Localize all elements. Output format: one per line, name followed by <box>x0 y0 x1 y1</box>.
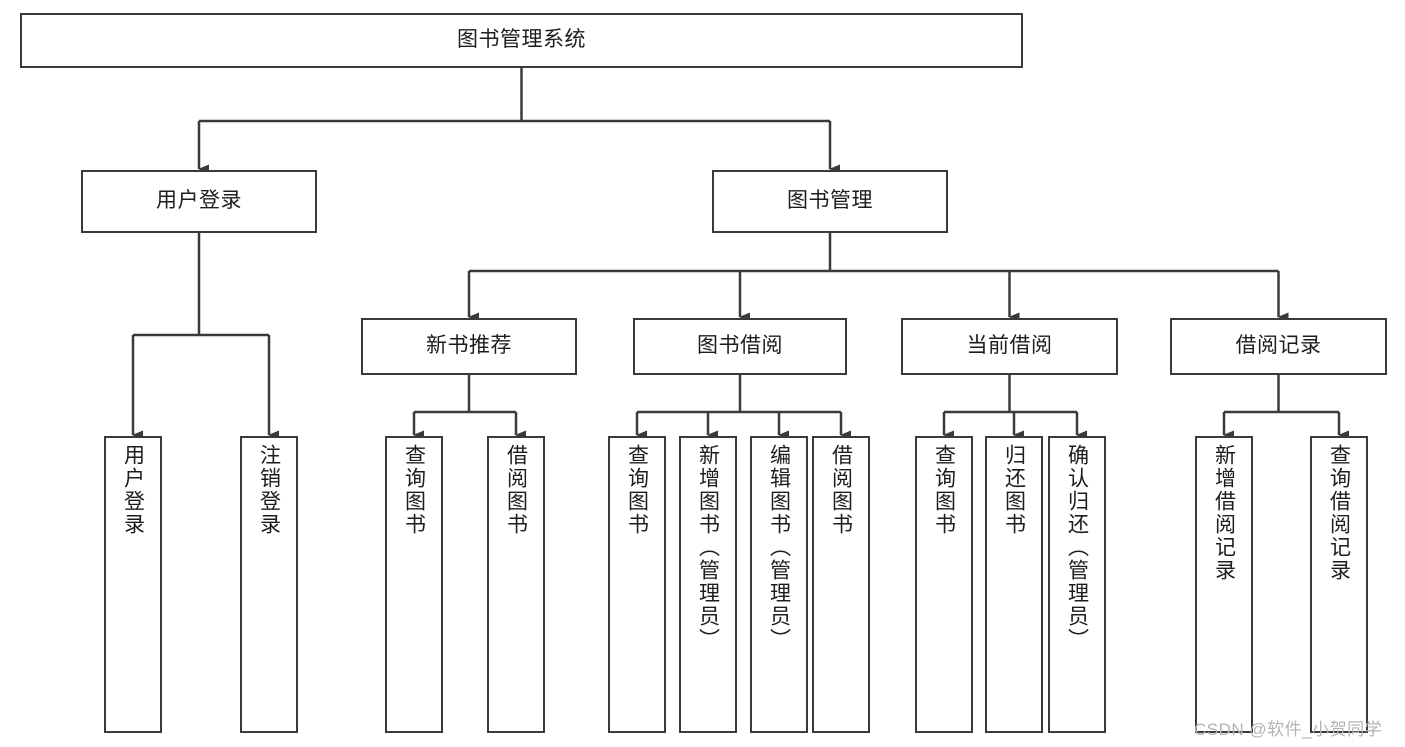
node-borrow-record[interactable]: 借阅记录 <box>1170 318 1387 375</box>
node-label-leaf-bb-add: 新增图书（管理员） <box>696 444 720 651</box>
node-leaf-rec-query[interactable]: 查询图书 <box>385 436 443 733</box>
node-label-new-book-rec: 新书推荐 <box>426 334 512 358</box>
node-label-user-login: 用户登录 <box>156 189 242 213</box>
node-current-borrow[interactable]: 当前借阅 <box>901 318 1118 375</box>
node-label-leaf-bb-borrow: 借阅图书 <box>829 444 853 536</box>
node-leaf-user-login[interactable]: 用户登录 <box>104 436 162 733</box>
node-book-manage[interactable]: 图书管理 <box>712 170 948 233</box>
node-leaf-bb-add[interactable]: 新增图书（管理员） <box>679 436 737 733</box>
node-leaf-br-add[interactable]: 新增借阅记录 <box>1195 436 1253 733</box>
node-label-current-borrow: 当前借阅 <box>966 334 1053 358</box>
node-book-borrow[interactable]: 图书借阅 <box>633 318 847 375</box>
node-label-leaf-user-logout: 注销登录 <box>257 444 281 536</box>
node-leaf-cb-return[interactable]: 归还图书 <box>985 436 1043 733</box>
node-leaf-rec-borrow[interactable]: 借阅图书 <box>487 436 545 733</box>
node-label-leaf-bb-query: 查询图书 <box>625 444 649 536</box>
watermark-label: CSDN @软件_小贺同学 <box>1194 720 1383 739</box>
node-user-login[interactable]: 用户登录 <box>81 170 317 233</box>
node-label-leaf-cb-query: 查询图书 <box>932 444 956 536</box>
node-label-leaf-rec-borrow: 借阅图书 <box>504 444 528 536</box>
node-label-book-manage: 图书管理 <box>787 189 873 213</box>
node-label-leaf-cb-return: 归还图书 <box>1002 444 1026 536</box>
node-root[interactable]: 图书管理系统 <box>20 13 1023 68</box>
node-label-book-borrow: 图书借阅 <box>697 334 783 358</box>
node-leaf-user-logout[interactable]: 注销登录 <box>240 436 298 733</box>
node-leaf-bb-borrow[interactable]: 借阅图书 <box>812 436 870 733</box>
node-leaf-cb-query[interactable]: 查询图书 <box>915 436 973 733</box>
node-new-book-rec[interactable]: 新书推荐 <box>361 318 577 375</box>
node-label-leaf-user-login: 用户登录 <box>121 444 145 536</box>
node-leaf-br-query[interactable]: 查询借阅记录 <box>1310 436 1368 733</box>
node-leaf-cb-confirm[interactable]: 确认归还（管理员） <box>1048 436 1106 733</box>
node-label-leaf-br-query: 查询借阅记录 <box>1327 444 1351 582</box>
node-label-root: 图书管理系统 <box>457 28 586 52</box>
node-label-leaf-bb-edit: 编辑图书（管理员） <box>767 444 791 651</box>
tree-connectors <box>131 68 1349 440</box>
node-label-leaf-rec-query: 查询图书 <box>402 444 426 536</box>
node-label-leaf-cb-confirm: 确认归还（管理员） <box>1065 444 1089 651</box>
node-label-leaf-br-add: 新增借阅记录 <box>1212 444 1236 582</box>
node-leaf-bb-query[interactable]: 查询图书 <box>608 436 666 733</box>
node-label-borrow-record: 借阅记录 <box>1235 334 1322 358</box>
node-leaf-bb-edit[interactable]: 编辑图书（管理员） <box>750 436 808 733</box>
